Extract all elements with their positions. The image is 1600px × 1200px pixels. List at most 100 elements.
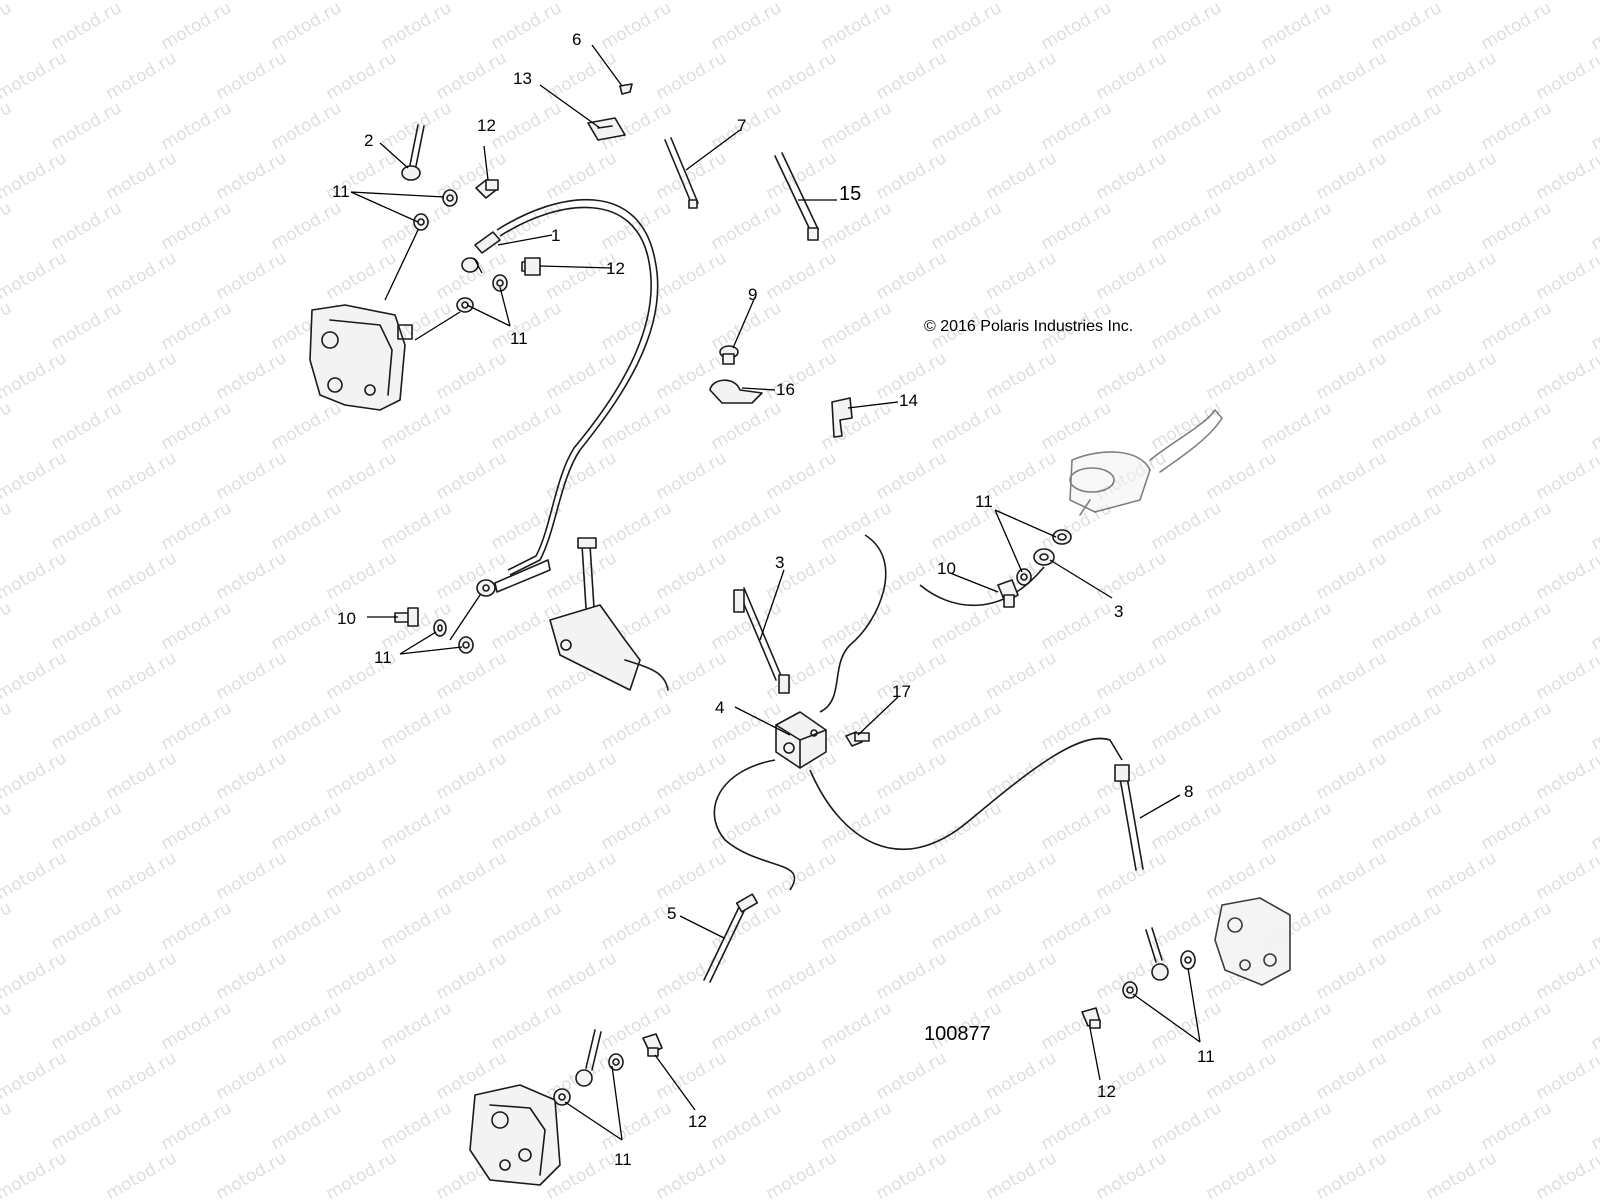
right-banjo-3 <box>919 529 1072 607</box>
rear-right-caliper <box>1214 897 1291 986</box>
watermark-text: motod.ru <box>48 998 126 1054</box>
watermark-text: motod.ru <box>103 1048 181 1104</box>
watermark-text: motod.ru <box>1478 98 1556 154</box>
watermark-text: motod.ru <box>1368 198 1446 254</box>
watermark-text: motod.ru <box>1478 398 1556 454</box>
watermark-text: motod.ru <box>0 1048 70 1104</box>
watermark-text: motod.ru <box>1258 0 1336 54</box>
watermark-text: motod.ru <box>488 798 566 854</box>
watermark-text: motod.ru <box>378 398 456 454</box>
leader-lines <box>350 44 1201 1141</box>
watermark-text: motod.ru <box>1588 198 1600 254</box>
watermark-text: motod.ru <box>928 698 1006 754</box>
watermark-text: motod.ru <box>818 98 896 154</box>
watermark-text: motod.ru <box>1038 998 1116 1054</box>
watermark-text: motod.ru <box>1423 748 1501 804</box>
watermark-text: motod.ru <box>1148 998 1226 1054</box>
watermark-text: motod.ru <box>323 248 401 304</box>
watermark-text: motod.ru <box>158 498 236 554</box>
watermark-text: motod.ru <box>983 148 1061 204</box>
watermark-text: motod.ru <box>928 1098 1006 1154</box>
watermark-text: motod.ru <box>1148 898 1226 954</box>
watermark-text: motod.ru <box>1038 1098 1116 1154</box>
watermark-text: motod.ru <box>1258 598 1336 654</box>
watermark-text: motod.ru <box>1368 498 1446 554</box>
master-banjo <box>476 559 551 597</box>
watermark-text: motod.ru <box>543 548 621 604</box>
watermark-text: motod.ru <box>213 348 291 404</box>
watermark-text: motod.ru <box>48 498 126 554</box>
watermark-text: motod.ru <box>1533 748 1600 804</box>
watermark-text: motod.ru <box>1478 798 1556 854</box>
watermark-text: motod.ru <box>1533 948 1600 1004</box>
watermark-text: motod.ru <box>268 898 346 954</box>
watermark-text: motod.ru <box>598 998 676 1054</box>
banjo-bolt-12-mid <box>521 257 541 276</box>
watermark-text: motod.ru <box>1093 848 1171 904</box>
watermark-text: motod.ru <box>158 0 236 54</box>
watermark-text: motod.ru <box>1038 398 1116 454</box>
watermark-text: motod.ru <box>1148 0 1226 54</box>
watermark-text: motod.ru <box>0 998 15 1054</box>
watermark-text: motod.ru <box>1478 298 1556 354</box>
watermark-text: motod.ru <box>1368 798 1446 854</box>
figure-id: 100877 <box>924 1023 991 1045</box>
callout-11-b: 11 <box>510 329 528 348</box>
watermark-text: motod.ru <box>103 848 181 904</box>
watermark-text: motod.ru <box>0 148 70 204</box>
watermark-text: motod.ru <box>103 248 181 304</box>
watermark-text: motod.ru <box>1423 148 1501 204</box>
watermark-text: motod.ru <box>1478 698 1556 754</box>
watermark-text: motod.ru <box>653 548 731 604</box>
watermark-text: motod.ru <box>763 148 841 204</box>
watermark-text: motod.ru <box>213 648 291 704</box>
watermark-text: motod.ru <box>763 48 841 104</box>
watermark-text: motod.ru <box>1478 998 1556 1054</box>
callout-10-a: 10 <box>937 559 956 578</box>
watermark-text: motod.ru <box>268 98 346 154</box>
watermark-text: motod.ru <box>1203 348 1281 404</box>
watermark-text: motod.ru <box>928 198 1006 254</box>
watermark-text: motod.ru <box>1038 0 1116 54</box>
callout-6: 6 <box>572 30 581 49</box>
watermark-text: motod.ru <box>873 48 951 104</box>
watermark-text: motod.ru <box>928 0 1006 54</box>
watermark-text: motod.ru <box>763 1048 841 1104</box>
watermark-text: motod.ru <box>928 898 1006 954</box>
watermark-text: motod.ru <box>378 98 456 154</box>
watermark-text: motod.ru <box>653 248 731 304</box>
watermark-text: motod.ru <box>1588 98 1600 154</box>
watermark-text: motod.ru <box>1313 1148 1391 1200</box>
watermark-text: motod.ru <box>433 648 511 704</box>
hose-fitting-5 <box>703 893 759 983</box>
watermark-text: motod.ru <box>983 648 1061 704</box>
callout-11-a: 11 <box>332 182 350 201</box>
watermark-text: motod.ru <box>213 748 291 804</box>
watermark-text: motod.ru <box>763 948 841 1004</box>
watermark-text: motod.ru <box>983 748 1061 804</box>
watermark-text: motod.ru <box>323 548 401 604</box>
watermark-text: motod.ru <box>1093 548 1171 604</box>
watermark-text: motod.ru <box>1203 848 1281 904</box>
watermark-text: motod.ru <box>543 748 621 804</box>
watermark-text: motod.ru <box>488 98 566 154</box>
watermark-text: motod.ru <box>1203 748 1281 804</box>
watermark-text: motod.ru <box>1203 548 1281 604</box>
watermark-text: motod.ru <box>103 948 181 1004</box>
watermark-text: motod.ru <box>103 348 181 404</box>
watermark-text: motod.ru <box>1588 998 1600 1054</box>
callout-11-c: 11 <box>975 492 993 511</box>
watermark-text: motod.ru <box>213 948 291 1004</box>
watermark-text: motod.ru <box>378 898 456 954</box>
watermark-text: motod.ru <box>323 48 401 104</box>
watermark-text: motod.ru <box>488 398 566 454</box>
watermark-text: motod.ru <box>708 298 786 354</box>
callout-12-a: 12 <box>477 116 496 135</box>
watermark-text: motod.ru <box>1203 1148 1281 1200</box>
watermark-text: motod.ru <box>1368 698 1446 754</box>
watermark-text: motod.ru <box>48 1098 126 1154</box>
watermark-text: motod.ru <box>1588 298 1600 354</box>
watermark-text: motod.ru <box>48 198 126 254</box>
watermark-text: motod.ru <box>1313 1048 1391 1104</box>
watermark-text: motod.ru <box>0 48 70 104</box>
